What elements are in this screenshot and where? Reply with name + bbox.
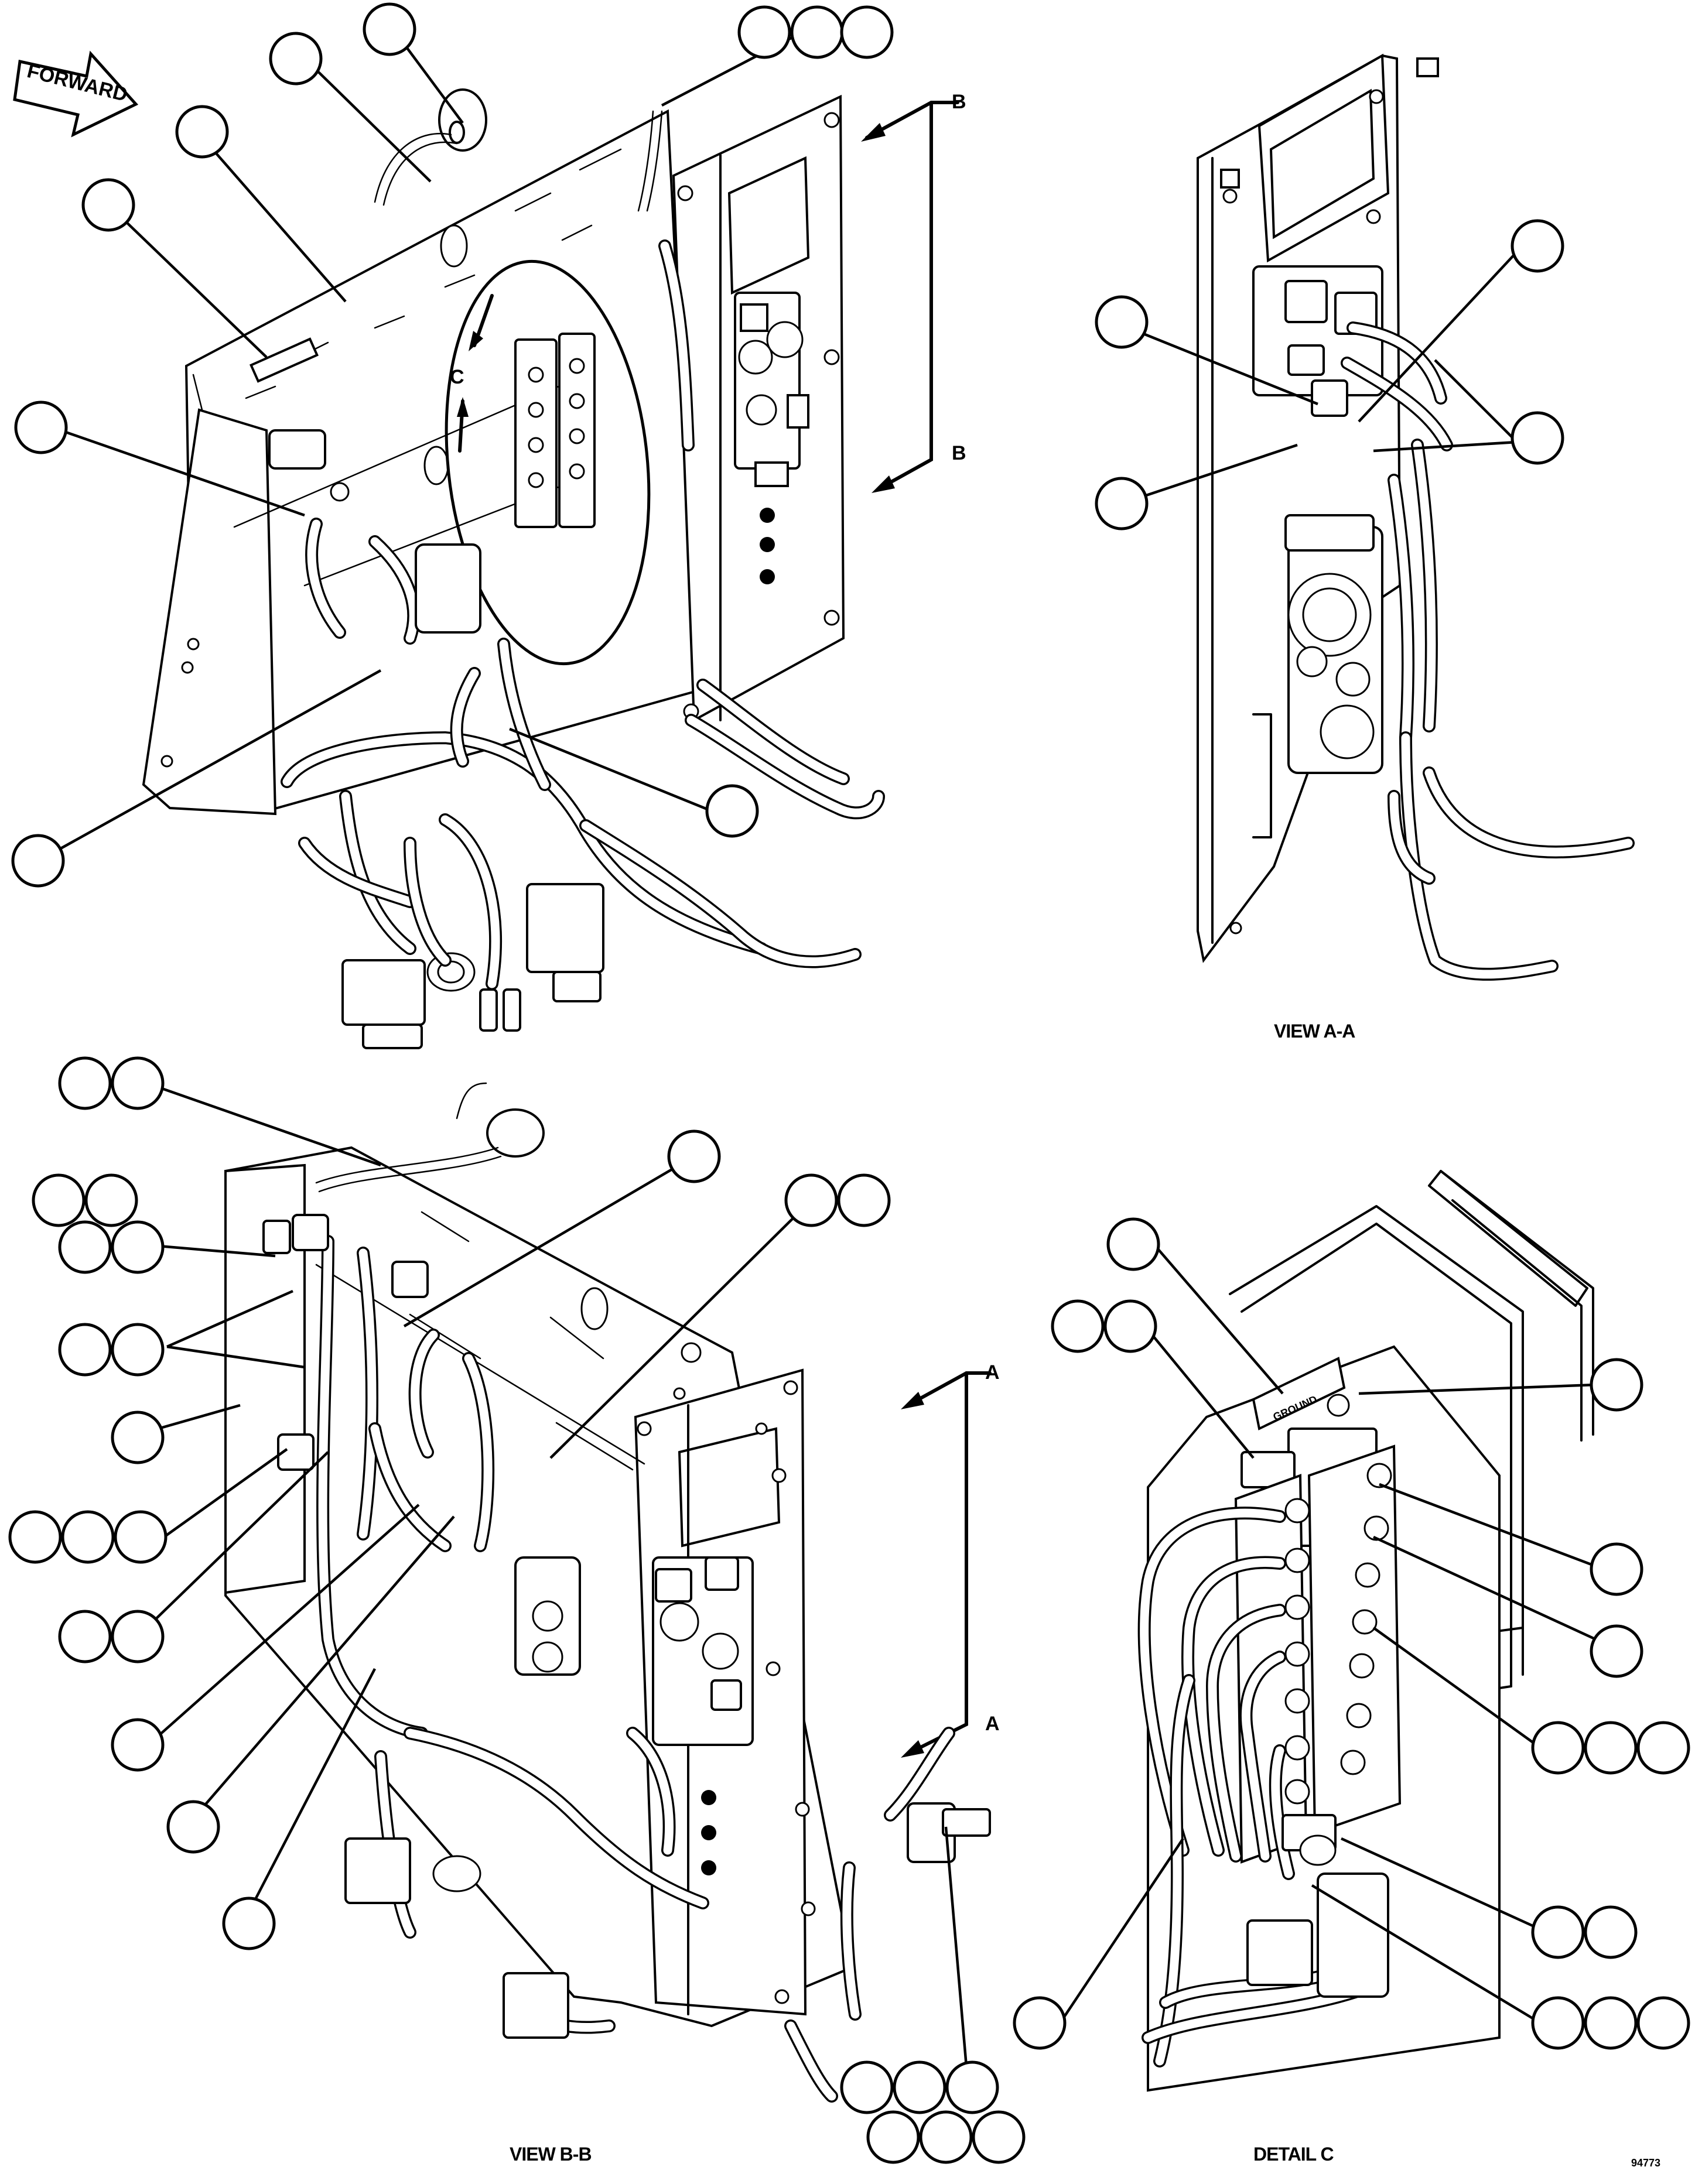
section-letter-a-lower: A: [985, 1713, 1000, 1735]
section-letter-a-upper: A: [985, 1361, 1000, 1384]
callout-balloon: [972, 2110, 1026, 2164]
callout-balloon: [1590, 1542, 1643, 1596]
callout-balloon: [1531, 1905, 1585, 1959]
section-letter-c: C: [450, 366, 464, 388]
detail-c: GROUND: [1137, 1170, 1660, 2169]
callout-balloon: [837, 1173, 891, 1227]
section-letter-b-upper: B: [952, 91, 966, 113]
view-a-a: VIEW A-A: [1197, 53, 1635, 1042]
section-letter-b-lower: B: [952, 442, 966, 464]
callout-balloon: [166, 1800, 220, 1854]
callout-balloon: [58, 1220, 112, 1274]
callout-balloon: [737, 5, 791, 59]
callout-balloon: [114, 1510, 168, 1564]
callout-balloon: [111, 1411, 165, 1464]
callout-balloon: [1106, 1217, 1160, 1271]
view-b-b: VIEW B-B: [224, 1082, 992, 2165]
callout-balloon: [705, 784, 759, 838]
view-b-b-title: VIEW B-B: [510, 2144, 592, 2165]
callout-balloon: [840, 5, 894, 59]
callout-balloon: [790, 5, 844, 59]
detail-c-title: DETAIL C: [1253, 2144, 1334, 2165]
callout-balloon: [8, 1510, 62, 1564]
callout-balloon: [111, 1056, 165, 1110]
callout-balloon: [58, 1056, 112, 1110]
callout-balloon: [1051, 1299, 1105, 1353]
callout-balloon: [1584, 1721, 1638, 1775]
view-a-a-title: VIEW A-A: [1274, 1021, 1355, 1042]
callout-balloon: [893, 2060, 946, 2114]
callout-balloon: [32, 1173, 86, 1227]
callout-balloon: [84, 1173, 138, 1227]
callout-balloon: [269, 32, 323, 85]
callout-balloon: [58, 1323, 112, 1377]
callout-balloon: [1511, 411, 1564, 465]
callout-balloon: [222, 1897, 276, 1950]
leader-lines: [43, 31, 1597, 2067]
figure-number: 94773: [1631, 2157, 1660, 2169]
callout-balloon: [919, 2110, 973, 2164]
callout-balloon: [111, 1718, 165, 1772]
callout-balloon: [667, 1129, 721, 1183]
callout-balloon: [81, 178, 135, 232]
callout-balloon: [14, 400, 68, 454]
callout-balloon: [11, 834, 65, 888]
callout-balloon: [363, 2, 416, 56]
callout-balloon: [945, 2060, 999, 2114]
callout-balloon: [175, 105, 229, 159]
callout-balloon: [111, 1220, 165, 1274]
callout-balloon: [1636, 1996, 1690, 2050]
callout-balloon: [1590, 1358, 1643, 1412]
callout-balloon: [1095, 295, 1149, 349]
forward-arrow-icon: FORWARD: [13, 50, 139, 138]
callout-balloon: [840, 2060, 894, 2114]
callout-balloon: [1636, 1721, 1690, 1775]
callout-balloon: [1584, 1905, 1638, 1959]
main-view: [142, 88, 959, 1049]
callout-balloon: [784, 1173, 838, 1227]
callout-balloon: [1095, 477, 1149, 530]
callout-balloon: [1590, 1624, 1643, 1678]
callout-balloon: [61, 1510, 115, 1564]
callout-balloon: [1584, 1996, 1638, 2050]
callout-balloon: [111, 1610, 165, 1663]
callout-balloon: [1531, 1996, 1585, 2050]
callout-balloon: [866, 2110, 920, 2164]
main-bottom-connectors: [341, 813, 604, 1049]
callout-balloon: [1511, 219, 1564, 273]
callout-balloon: [1013, 1996, 1067, 2050]
callout-balloon: [111, 1323, 165, 1377]
callout-balloons: [8, 2, 1690, 2164]
callout-balloon: [58, 1610, 112, 1663]
callout-balloon: [1531, 1721, 1585, 1775]
callout-balloon: [1103, 1299, 1157, 1353]
